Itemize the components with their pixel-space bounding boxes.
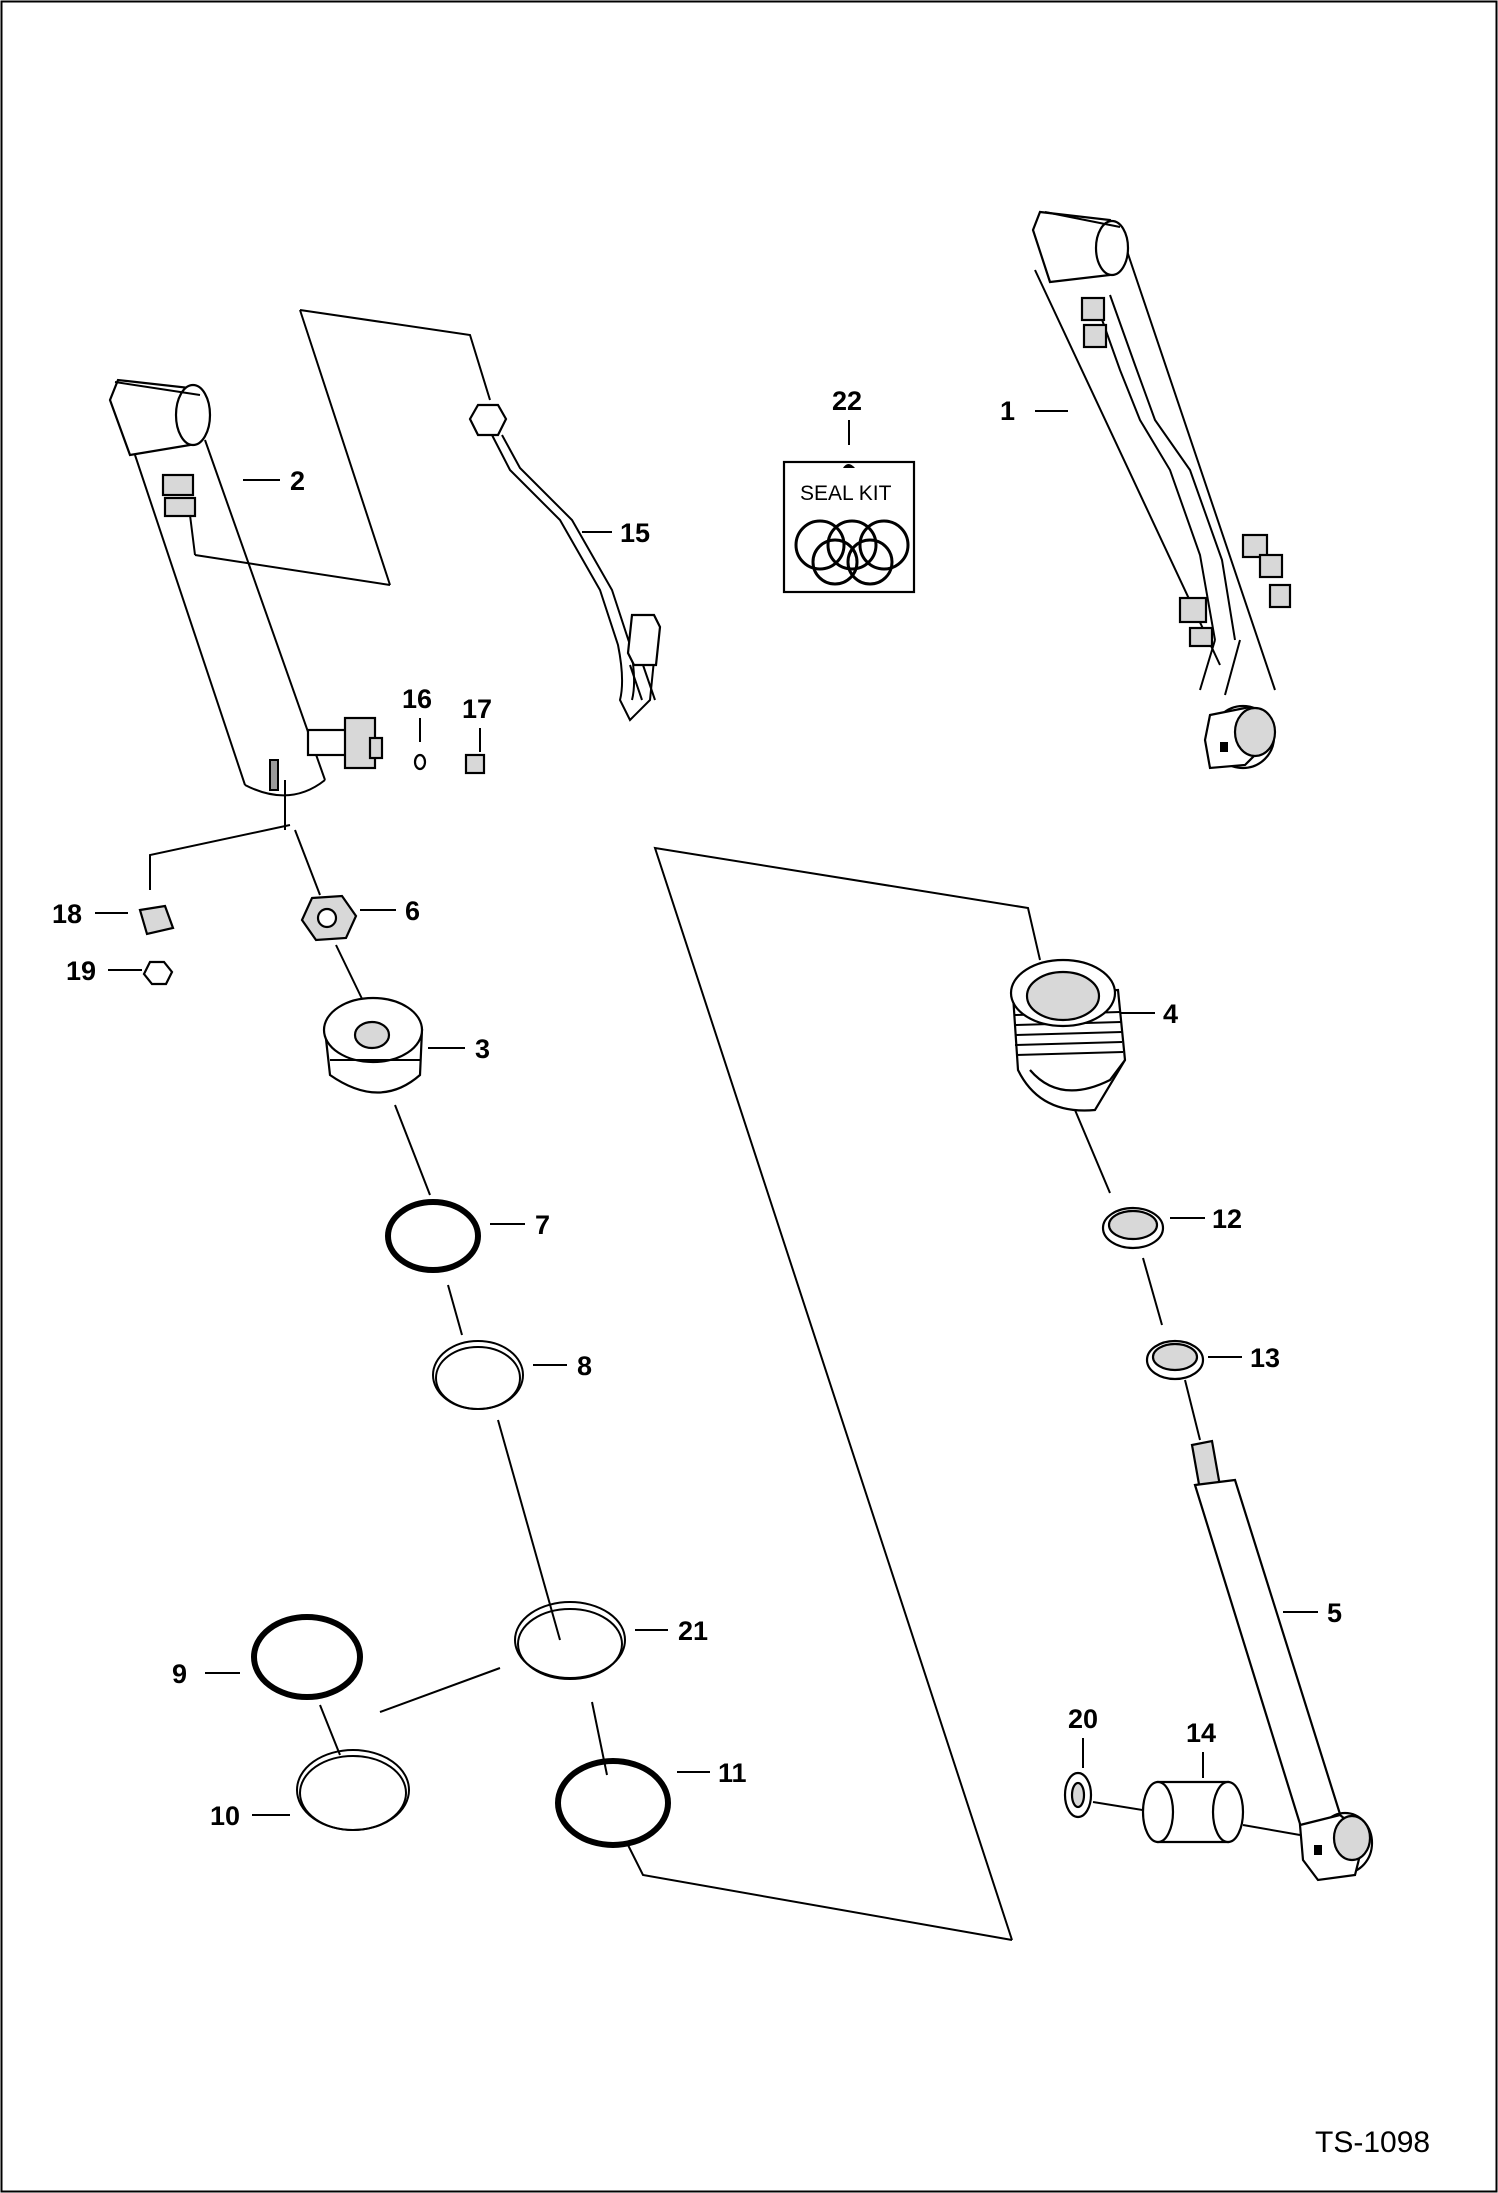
callout-17: 17 [462, 694, 492, 724]
callout-14: 14 [1186, 1718, 1216, 1748]
callout-6: 6 [405, 896, 420, 926]
part-6-nut [300, 894, 358, 942]
part-2-barrel [108, 378, 384, 797]
part-15-tube [468, 403, 662, 722]
callout-11: 11 [718, 1758, 747, 1788]
part-13-wiper [1145, 1339, 1205, 1381]
callout-7: 7 [535, 1210, 550, 1240]
part-12-seal [1101, 1206, 1165, 1250]
callout-22: 22 [832, 386, 862, 416]
callout-5: 5 [1327, 1598, 1342, 1628]
callout-12: 12 [1212, 1204, 1242, 1234]
callout-1: 1 [1000, 396, 1015, 426]
callout-8: 8 [577, 1351, 592, 1381]
callout-20: 20 [1068, 1704, 1098, 1734]
part-1-cylinder-assembly [1031, 210, 1292, 770]
callout-19: 19 [66, 956, 96, 986]
callout-9: 9 [172, 1659, 187, 1689]
callout-2: 2 [290, 466, 305, 496]
callout-15: 15 [620, 518, 650, 548]
callout-18: 18 [52, 899, 82, 929]
part-10-ring [296, 1749, 410, 1831]
callout-10: 10 [210, 1801, 240, 1831]
figure-reference: TS-1098 [1315, 2126, 1430, 2159]
seal-kit-label: SEAL KIT [800, 482, 892, 505]
callout-3: 3 [475, 1034, 490, 1064]
part-20-washer [1063, 1771, 1093, 1819]
part-8-ring [432, 1340, 524, 1410]
part-19-nut [142, 960, 174, 986]
part-11-o-ring [555, 1758, 671, 1848]
group-line-2-15 [299, 309, 491, 401]
part-21-wear-ring [514, 1601, 626, 1680]
part-14-bushing [1141, 1780, 1245, 1844]
part-22-seal-kit: SEAL KIT [782, 460, 916, 594]
part-4-gland [1009, 958, 1127, 1112]
callout-21: 21 [678, 1616, 708, 1646]
part-16-o-ring [413, 753, 427, 771]
part-5-rod [1190, 1439, 1374, 1882]
callout-13: 13 [1250, 1343, 1280, 1373]
part-9-o-ring [251, 1614, 363, 1700]
callout-4: 4 [1163, 999, 1178, 1029]
part-18-clip [138, 904, 175, 936]
part-17-plug [464, 753, 486, 775]
callout-16: 16 [402, 684, 432, 714]
part-3-piston [322, 996, 424, 1094]
group-line-3-4 [653, 846, 1041, 1941]
part-7-o-ring [385, 1199, 481, 1273]
